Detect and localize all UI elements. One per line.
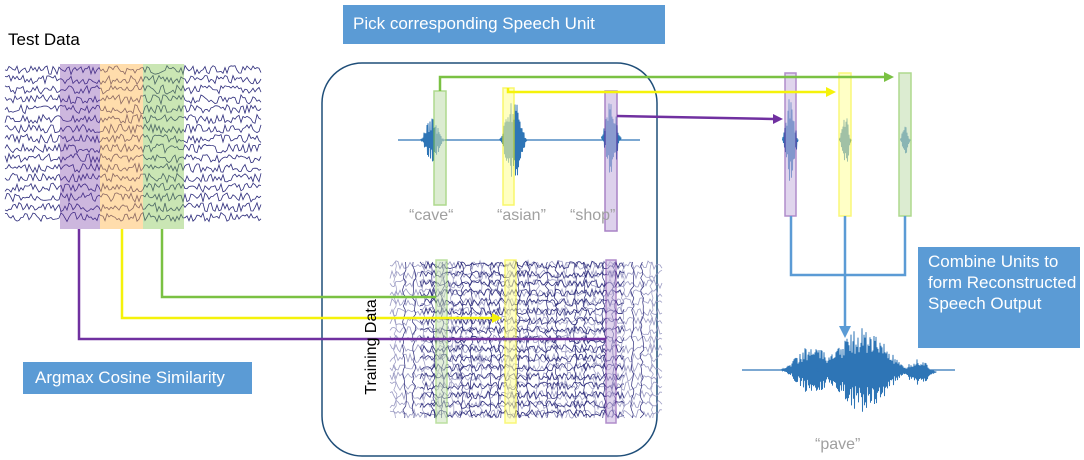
connector-yellow <box>120 229 492 320</box>
eeg-trace <box>4 113 262 125</box>
eeg-trace <box>4 152 262 165</box>
arrow-purple-top-head <box>773 114 783 124</box>
eeg-trace <box>419 343 625 354</box>
eeg-trace <box>419 371 625 382</box>
eeg-trace <box>4 123 262 135</box>
output-burst-3 <box>900 359 937 385</box>
eeg-trace <box>4 84 262 95</box>
eeg-trace <box>4 93 262 106</box>
eeg-trace <box>4 201 262 213</box>
train-window-purple <box>605 259 617 424</box>
reconstructed-speech-waveform <box>742 328 955 412</box>
eeg-trace <box>419 362 625 373</box>
train-window-green <box>435 259 448 424</box>
arrow-green-top-head <box>884 72 894 82</box>
eeg-vertical-trace <box>630 261 635 419</box>
eeg-trace <box>419 390 625 401</box>
test-window-purple <box>60 64 100 229</box>
eeg-trace <box>4 182 262 193</box>
output-burst-2 <box>814 328 911 412</box>
eeg-vertical-trace <box>649 261 654 419</box>
eeg-trace <box>419 408 625 419</box>
combine-box: Combine Units to form Reconstructed Spee… <box>918 247 1080 348</box>
test-window-green <box>143 64 184 229</box>
unit-window-cave <box>433 90 447 206</box>
test-data-eeg <box>4 64 262 223</box>
eeg-trace <box>419 287 625 299</box>
eeg-trace <box>4 64 262 76</box>
eeg-trace <box>419 269 625 280</box>
training-data-label: Training Data <box>363 299 380 395</box>
eeg-trace <box>4 191 262 204</box>
pick-unit-box: Pick corresponding Speech Unit <box>343 5 665 44</box>
eeg-trace <box>419 353 625 363</box>
eeg-trace <box>419 380 625 391</box>
test-data-label: Test Data <box>8 30 80 49</box>
eeg-trace <box>4 162 262 174</box>
unit-window-asian <box>502 87 515 206</box>
argmax-box: Argmax Cosine Similarity <box>23 362 252 394</box>
connector-purple <box>77 229 606 341</box>
eeg-trace <box>420 296 625 308</box>
eeg-trace <box>419 399 625 410</box>
word-shop: “shop” <box>570 207 616 224</box>
selected-unit-green <box>898 72 912 217</box>
combine-connector <box>789 216 907 277</box>
eeg-trace <box>4 74 262 86</box>
training-data-container <box>321 62 658 457</box>
arrow-yellow-top-head <box>826 87 836 97</box>
eeg-vertical-trace <box>639 261 645 419</box>
connector-green <box>160 229 436 299</box>
word-pave: “pave” <box>815 436 861 453</box>
eeg-trace <box>4 142 262 154</box>
eeg-trace <box>4 172 262 184</box>
train-window-yellow <box>504 259 517 424</box>
eeg-trace <box>419 306 625 317</box>
word-cave: “cave“ <box>409 207 454 224</box>
eeg-trace <box>419 325 625 336</box>
test-window-orange <box>100 64 143 229</box>
selected-unit-purple <box>784 72 797 217</box>
eeg-trace <box>419 278 625 289</box>
eeg-trace <box>4 103 262 115</box>
connector-yellow-arrowhead <box>492 313 502 323</box>
selected-unit-yellow <box>838 72 852 217</box>
word-asian: “asian” <box>497 207 546 224</box>
arrow-yellow-top <box>506 88 826 94</box>
arrow-purple-top <box>616 114 774 121</box>
eeg-trace <box>419 259 625 270</box>
eeg-trace <box>4 133 262 145</box>
combine-arrowhead <box>839 326 851 338</box>
eeg-trace <box>4 211 262 223</box>
arrow-green-top <box>438 75 884 91</box>
eeg-vertical-trace <box>620 261 626 419</box>
